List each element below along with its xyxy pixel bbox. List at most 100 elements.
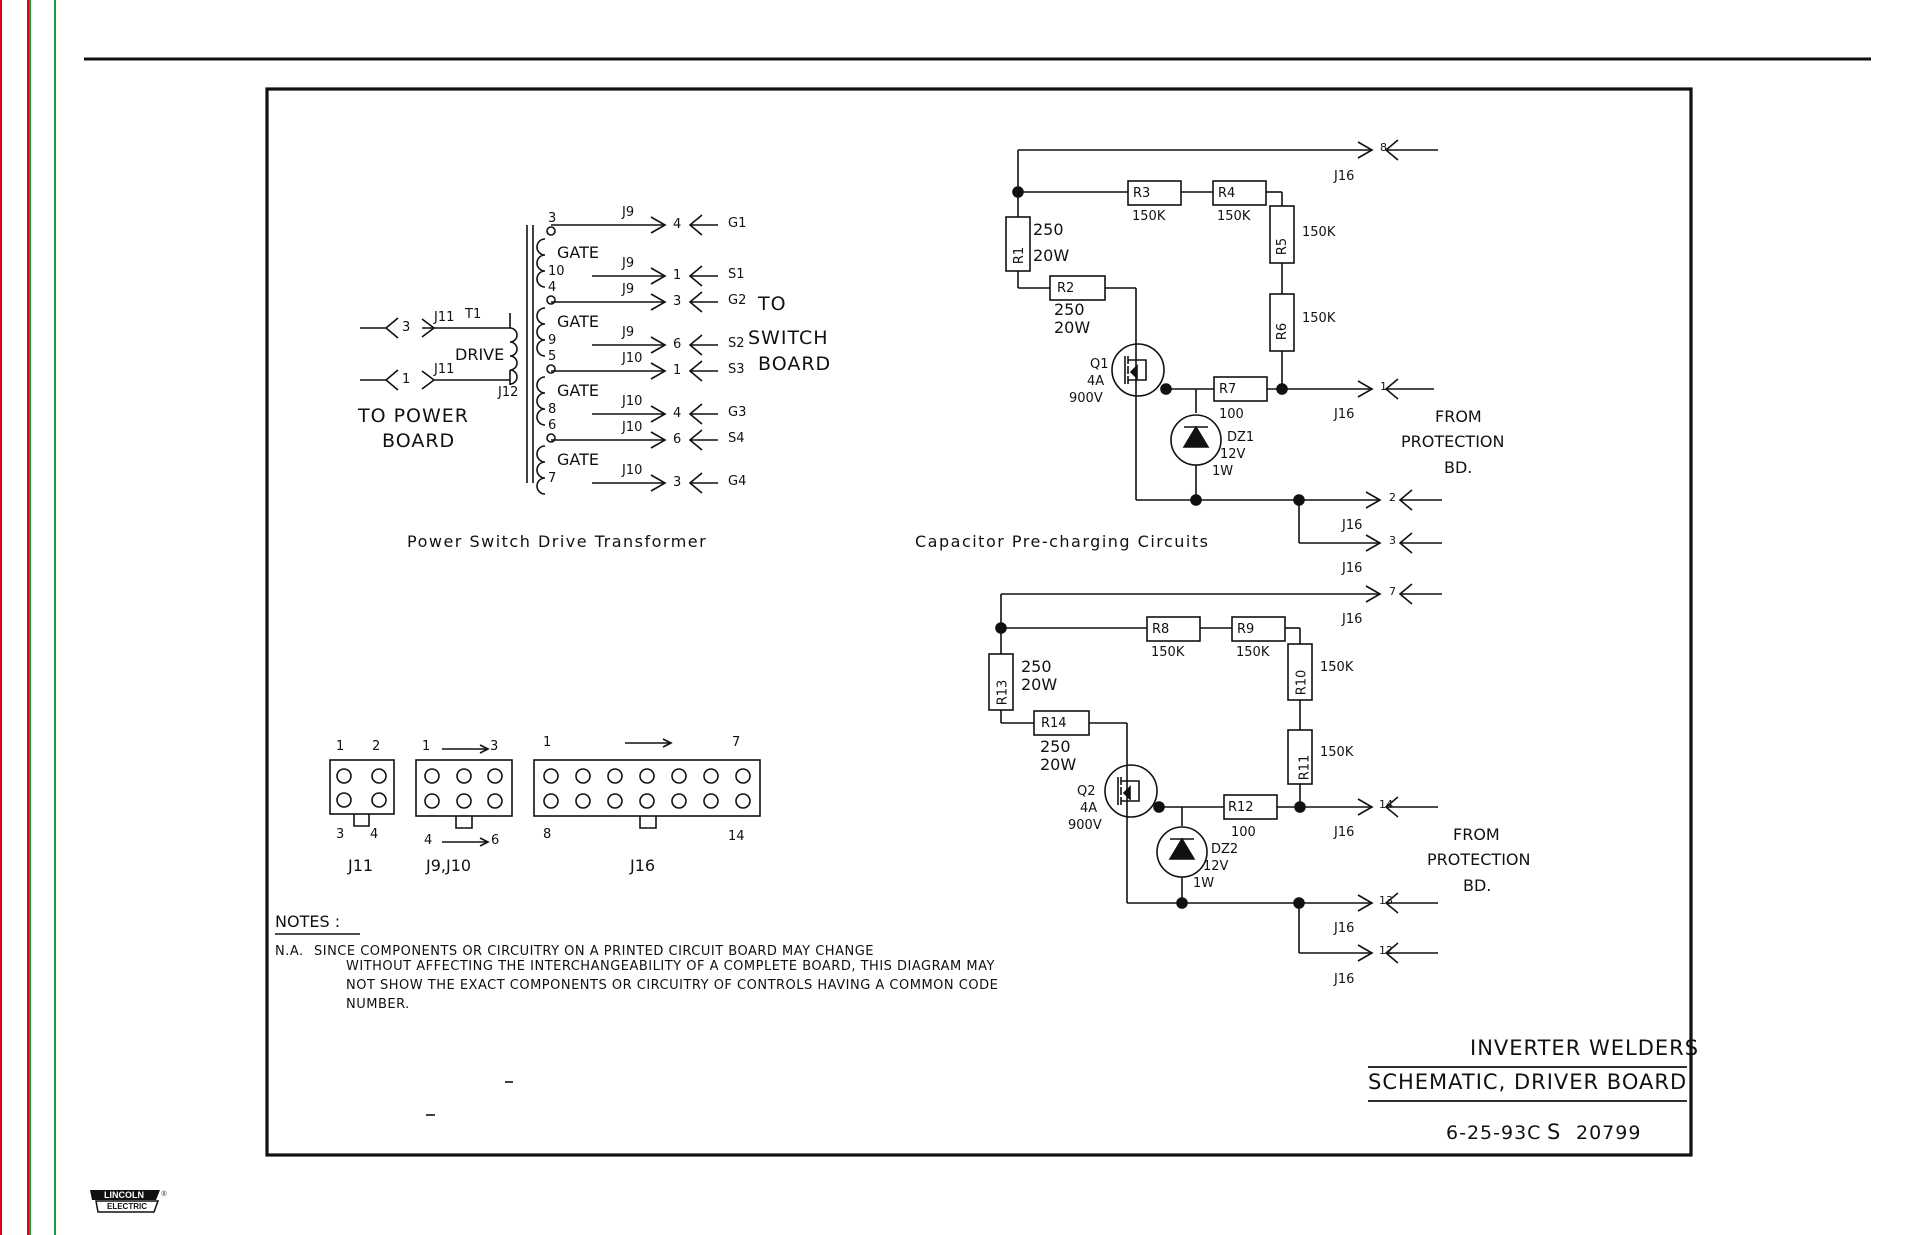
- label-t1: T1: [465, 307, 482, 322]
- bottom-pin-7: 7: [1389, 585, 1396, 598]
- output-conn-label: J10: [622, 351, 643, 366]
- label-power-board: BOARD: [382, 430, 456, 452]
- output-signal-label: S4: [728, 431, 745, 446]
- output-g1: [551, 214, 718, 236]
- r14-ref: R14: [1041, 716, 1067, 731]
- r10-value: 150K: [1320, 660, 1354, 675]
- bottom-j16-d: J16: [1334, 972, 1355, 987]
- notes-line-1: SINCE COMPONENTS OR CIRCUITRY ON A PRINT…: [314, 944, 874, 959]
- j16-pin-hole: [575, 768, 591, 784]
- j11-pin-3: 3: [336, 827, 345, 842]
- connector-j11: [329, 759, 395, 827]
- notes-line-4: NUMBER.: [346, 997, 410, 1012]
- r2-ref: R2: [1057, 281, 1075, 296]
- r5-value: 150K: [1302, 225, 1336, 240]
- winding-pin-label: 10: [548, 264, 565, 279]
- r12-value: 100: [1231, 825, 1256, 840]
- top-j16-d: J16: [1342, 561, 1363, 576]
- r9-value: 150K: [1236, 645, 1270, 660]
- top-protection: PROTECTION: [1401, 432, 1505, 451]
- r9-ref: R9: [1237, 622, 1255, 637]
- bottom-protection: PROTECTION: [1427, 850, 1531, 869]
- top-pin-3: 3: [1389, 534, 1396, 547]
- svg-text:LINCOLN: LINCOLN: [104, 1190, 144, 1200]
- r1-ref: R1: [1012, 246, 1028, 265]
- j16-pin-hole: [607, 793, 623, 809]
- notes-heading: NOTES :: [275, 912, 341, 931]
- j16-pin-hole: [607, 768, 623, 784]
- output-s3: [551, 360, 718, 382]
- winding-pin-label: 3: [548, 211, 557, 226]
- j16-pin-1: 1: [543, 735, 552, 750]
- label-to-power: TO POWER: [358, 405, 470, 427]
- notes-line-2: WITHOUT AFFECTING THE INTERCHANGEABILITY…: [346, 959, 995, 974]
- output-conn-label: J10: [622, 394, 643, 409]
- dz1-ref: DZ1: [1227, 430, 1255, 445]
- winding-coil: [536, 307, 546, 357]
- output-pin-label: 4: [673, 217, 682, 232]
- title-line-1: INVERTER WELDERS: [1470, 1036, 1700, 1060]
- gate-label: GATE: [557, 243, 599, 262]
- connector-j9j10: [415, 744, 513, 847]
- bottom-j16-c: J16: [1334, 921, 1355, 936]
- r13-value: 250: [1021, 657, 1052, 676]
- q1-ref: Q1: [1090, 357, 1109, 372]
- top-j16-a: J16: [1334, 169, 1355, 184]
- output-signal-label: S1: [728, 267, 745, 282]
- j11-pin-4: 4: [370, 827, 379, 842]
- label-j11-top: J11: [434, 310, 455, 325]
- j9-pin-1: 1: [422, 739, 431, 754]
- dz1-volts: 12V: [1220, 447, 1246, 462]
- connector-j16: [533, 738, 761, 829]
- j16-pin-hole: [543, 793, 559, 809]
- title-sheet-code: S: [1547, 1120, 1562, 1144]
- transformer-outputs: [551, 214, 718, 494]
- output-pin-label: 1: [673, 268, 682, 283]
- title-date: 6-25-93C: [1446, 1122, 1542, 1144]
- j16-pin-hole: [671, 793, 687, 809]
- bottom-pin-13: 13: [1379, 894, 1393, 907]
- output-pin-label: 3: [673, 294, 682, 309]
- j11-pin-2: 2: [372, 739, 381, 754]
- page-edge-red: [0, 0, 2, 1235]
- r2-value: 250: [1054, 300, 1085, 319]
- r7-ref: R7: [1219, 382, 1237, 397]
- output-s2: [592, 334, 718, 356]
- q2-amps: 4A: [1080, 801, 1098, 816]
- r5-ref: R5: [1275, 237, 1291, 256]
- r8-value: 150K: [1151, 645, 1185, 660]
- r14-value: 250: [1040, 737, 1071, 756]
- output-g2: [551, 291, 718, 313]
- lincoln-electric-logo: LINCOLN ELECTRIC ®: [90, 1190, 167, 1213]
- svg-text:ELECTRIC: ELECTRIC: [107, 1202, 147, 1211]
- winding-pin-label: 9: [548, 333, 557, 348]
- svg-text:®: ®: [161, 1190, 167, 1198]
- label-j11-bottom: J11: [434, 362, 455, 377]
- r13-power: 20W: [1021, 675, 1058, 694]
- winding-dot: [546, 364, 556, 374]
- r3-value: 150K: [1132, 209, 1166, 224]
- j16-pin-hole: [639, 768, 655, 784]
- output-signal-label: G2: [728, 293, 747, 308]
- winding-pin-label: 6: [548, 418, 557, 433]
- label-to: TO: [758, 293, 787, 315]
- j16-pin-hole: [543, 768, 559, 784]
- page-edge-green: [29, 0, 31, 1235]
- bottom-from: FROM: [1453, 825, 1500, 844]
- title-drawing-number: 20799: [1576, 1122, 1642, 1144]
- winding-coil: [536, 238, 546, 288]
- gate-label: GATE: [557, 450, 599, 469]
- drawing-frame: [265, 87, 1693, 1157]
- winding-pin-label: 8: [548, 402, 557, 417]
- r7-value: 100: [1219, 407, 1244, 422]
- output-g4: [592, 472, 718, 494]
- output-pin-label: 4: [673, 406, 682, 421]
- j9-pin-4: 4: [424, 833, 433, 848]
- r11-value: 150K: [1320, 745, 1354, 760]
- bottom-pin-14: 14: [1379, 798, 1393, 811]
- j16-pin-hole: [575, 793, 591, 809]
- winding-dot: [546, 433, 556, 443]
- top-j16-c: J16: [1342, 518, 1363, 533]
- r2-power: 20W: [1054, 318, 1091, 337]
